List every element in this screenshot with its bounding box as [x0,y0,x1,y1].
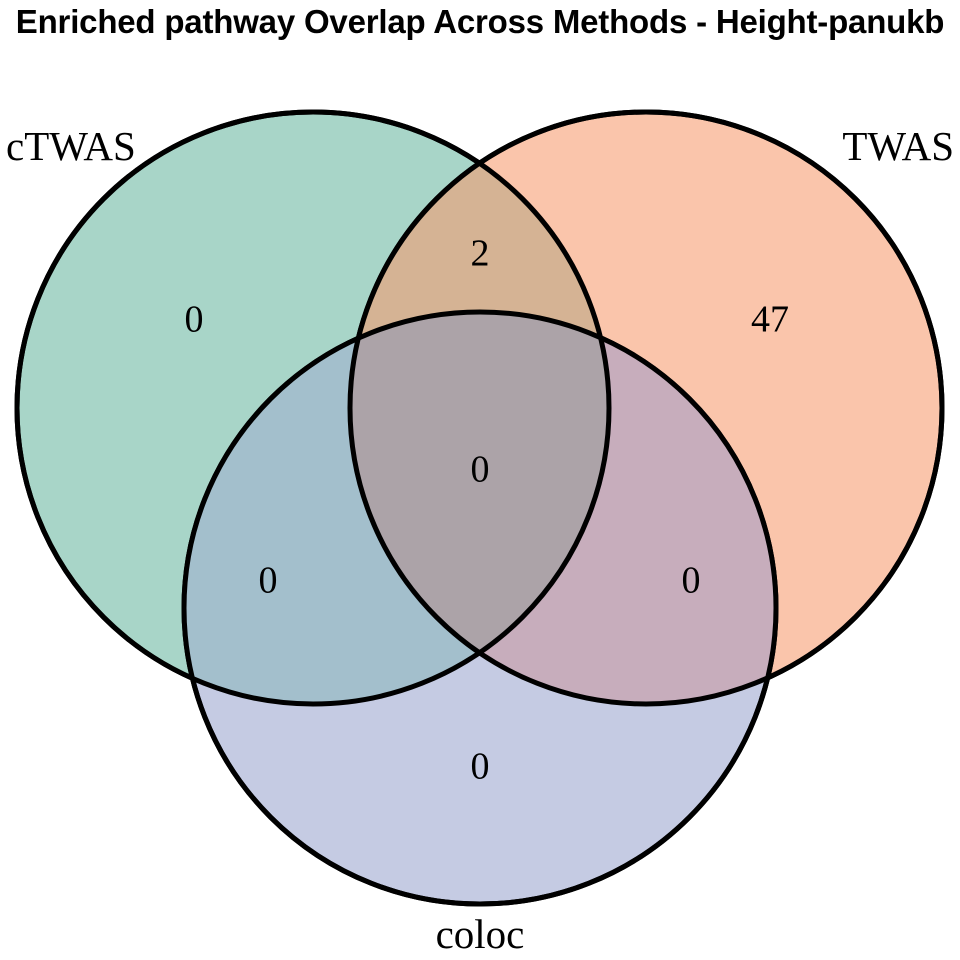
region-count-cTWAS-only: 0 [185,299,204,341]
overlap-cTWAS-TWAS-coloc [350,312,609,704]
region-count-cTWAS-TWAS-coloc: 0 [471,449,490,491]
chart-title: Enriched pathway Overlap Across Methods … [15,3,945,40]
region-count-cTWAS-coloc: 0 [259,560,278,602]
set-label-TWAS: TWAS [842,123,954,169]
region-count-coloc-only: 0 [471,746,490,788]
region-count-TWAS-only: 47 [751,299,789,341]
venn-outline-TWAS [347,109,945,707]
venn-outline-coloc [181,309,779,907]
venn-outline-cTWAS [14,109,612,707]
set-label-cTWAS: cTWAS [6,123,136,169]
region-count-cTWAS-TWAS: 2 [471,233,490,275]
region-count-TWAS-coloc: 0 [682,560,701,602]
set-label-coloc: coloc [436,911,525,957]
